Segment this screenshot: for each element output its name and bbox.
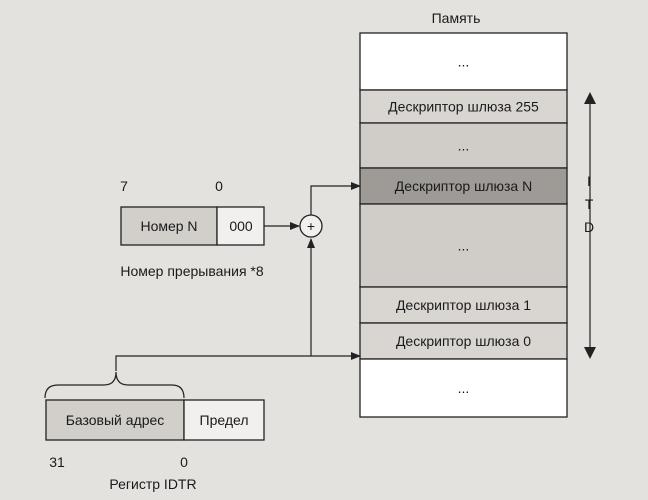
adder-symbol: + — [307, 218, 315, 234]
idtr-bit-high: 31 — [49, 454, 65, 470]
idtr-bit-low: 0 — [180, 454, 188, 470]
memory-cell-descriptor-255-label: Дескриптор шлюза 255 — [388, 99, 539, 115]
memory-cell-descriptor-n-label: Дескриптор шлюза N — [395, 178, 532, 194]
memory-title: Память — [432, 10, 481, 26]
memory-cell-gap-upper — [359, 122, 568, 169]
memory-cell-descriptor-n — [359, 167, 568, 205]
memory-cell-descriptor-255 — [359, 89, 568, 124]
memory-cell-top-label: ... — [458, 54, 470, 70]
adder: + — [264, 182, 361, 356]
memory-cell-gap-middle-label: ... — [458, 238, 470, 254]
vector-bit-low: 0 — [215, 178, 223, 194]
memory-cell-bottom — [359, 358, 568, 418]
memory-cell-gap-middle — [359, 203, 568, 288]
idtr-limit-field: Предел — [200, 412, 249, 428]
base-address-line — [115, 352, 361, 371]
vector-number-field: Номер N — [140, 218, 197, 234]
idt-letter-t: T — [585, 196, 594, 212]
idtr-register: Базовый адрес Предел 31 0 Регистр IDTR — [45, 399, 265, 492]
memory-cell-descriptor-0-label: Дескриптор шлюза 0 — [396, 333, 531, 349]
memory-cell-gap-upper-label: ... — [458, 138, 470, 154]
base-address-brace — [44, 371, 185, 399]
idt-bracket: I T D — [584, 92, 596, 359]
memory-cell-descriptor-1 — [359, 286, 568, 324]
vector-caption: Номер прерывания *8 — [120, 263, 264, 279]
vector-bit-high: 7 — [120, 178, 128, 194]
memory-cell-descriptor-1-label: Дескриптор шлюза 1 — [396, 297, 531, 313]
memory-cell-top — [359, 32, 568, 91]
idt-letter-i: I — [587, 173, 591, 189]
idt-letter-d: D — [584, 219, 594, 235]
idtr-base-field: Базовый адрес — [66, 412, 165, 428]
idtr-caption: Регистр IDTR — [109, 476, 196, 492]
memory-column: ... Дескриптор шлюза 255... Дескриптор шлю… — [359, 32, 568, 418]
memory-cell-bottom-label: ... — [458, 380, 470, 396]
vector-zeros-field: 000 — [229, 218, 253, 234]
vector-register: 7 0 Номер N 000 Номер прерывания *8 — [120, 178, 265, 279]
